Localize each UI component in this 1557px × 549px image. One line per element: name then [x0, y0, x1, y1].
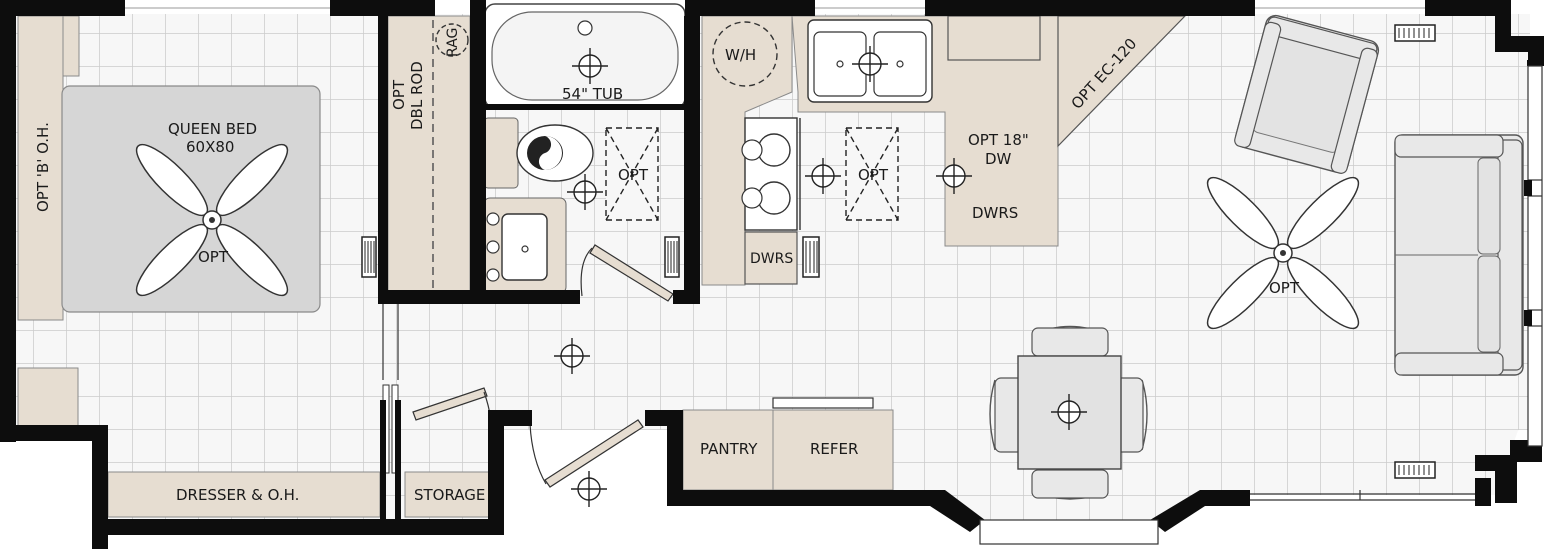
ceiling-fan-living: [1206, 176, 1360, 330]
light-fixture-sink: [852, 46, 888, 82]
bathroom: 54" TUB OPT: [483, 3, 686, 302]
bed-fan-opt-label: OPT: [198, 248, 229, 266]
dbl-rod-label: DBL ROD: [408, 61, 426, 130]
kitchen-opt-label: OPT: [858, 166, 889, 184]
light-fixture-bath: [567, 174, 603, 210]
hall: PANTRY REFER STORAGE: [382, 298, 894, 518]
light-fixture-hall: [554, 338, 590, 374]
light-fixture-range: [805, 158, 841, 194]
refrigerator: [772, 409, 894, 491]
rag-label: RAG: [445, 28, 461, 57]
dining-set: [989, 325, 1148, 500]
opt-label-closet: OPT: [390, 79, 408, 110]
wh-label: W/H: [725, 46, 756, 64]
dwrs-range-label: DWRS: [750, 251, 793, 267]
nightstand-bottom: [17, 367, 79, 427]
entry-door: [529, 419, 644, 488]
floor-vent-kitchen: [802, 236, 820, 278]
pantry-label: PANTRY: [700, 440, 758, 458]
opt-skylight-kitchen: [845, 127, 899, 221]
queen-bed-label: QUEEN BED: [168, 120, 257, 138]
rag-circle: [435, 23, 469, 57]
toilet-tank: [483, 117, 519, 189]
opt-b-oh-label: OPT 'B' O.H.: [34, 122, 52, 212]
wall-vent-top: [1394, 24, 1436, 42]
dresser-label: DRESSER & O.H.: [176, 486, 299, 504]
opt-18-dw-label-2: DW: [985, 150, 1012, 168]
nightstand-top: [62, 15, 80, 77]
storage-label: STORAGE: [414, 486, 485, 504]
refer-label: REFER: [810, 440, 858, 458]
water-heater: [712, 21, 778, 87]
opt-skylight-bath: [605, 127, 659, 221]
dwrs-counter-label: DWRS: [972, 204, 1018, 222]
dresser-overhead: [107, 471, 381, 518]
bath-opt-label: OPT: [618, 166, 649, 184]
sofa: [1394, 134, 1524, 376]
armchair: [1234, 14, 1380, 174]
light-fixture-entry: [571, 471, 607, 507]
living-fan-opt-label: OPT: [1269, 279, 1300, 297]
tub-label: 54" TUB: [562, 85, 623, 103]
window-right: [1524, 65, 1543, 447]
light-fixture-dw: [936, 158, 972, 194]
opt-18-dw-label-1: OPT 18": [968, 131, 1029, 149]
wall-vent-bottom: [1394, 461, 1436, 479]
storage: [404, 471, 491, 518]
closet: OPT DBL ROD RAG: [387, 15, 471, 295]
light-fixture-dining: [1051, 394, 1087, 430]
ceiling-fan-bedroom: [135, 143, 289, 297]
toilet: [516, 124, 594, 182]
pantry: [682, 409, 774, 491]
queen-bed-size-label: 60X80: [186, 138, 234, 156]
light-fixture-tub: [572, 48, 608, 84]
bay-window: [979, 490, 1475, 545]
bedroom: OPT 'B' O.H. QUEEN BED 60X80 OPT DRESSER…: [17, 15, 381, 518]
living-room: OPT: [989, 14, 1524, 500]
